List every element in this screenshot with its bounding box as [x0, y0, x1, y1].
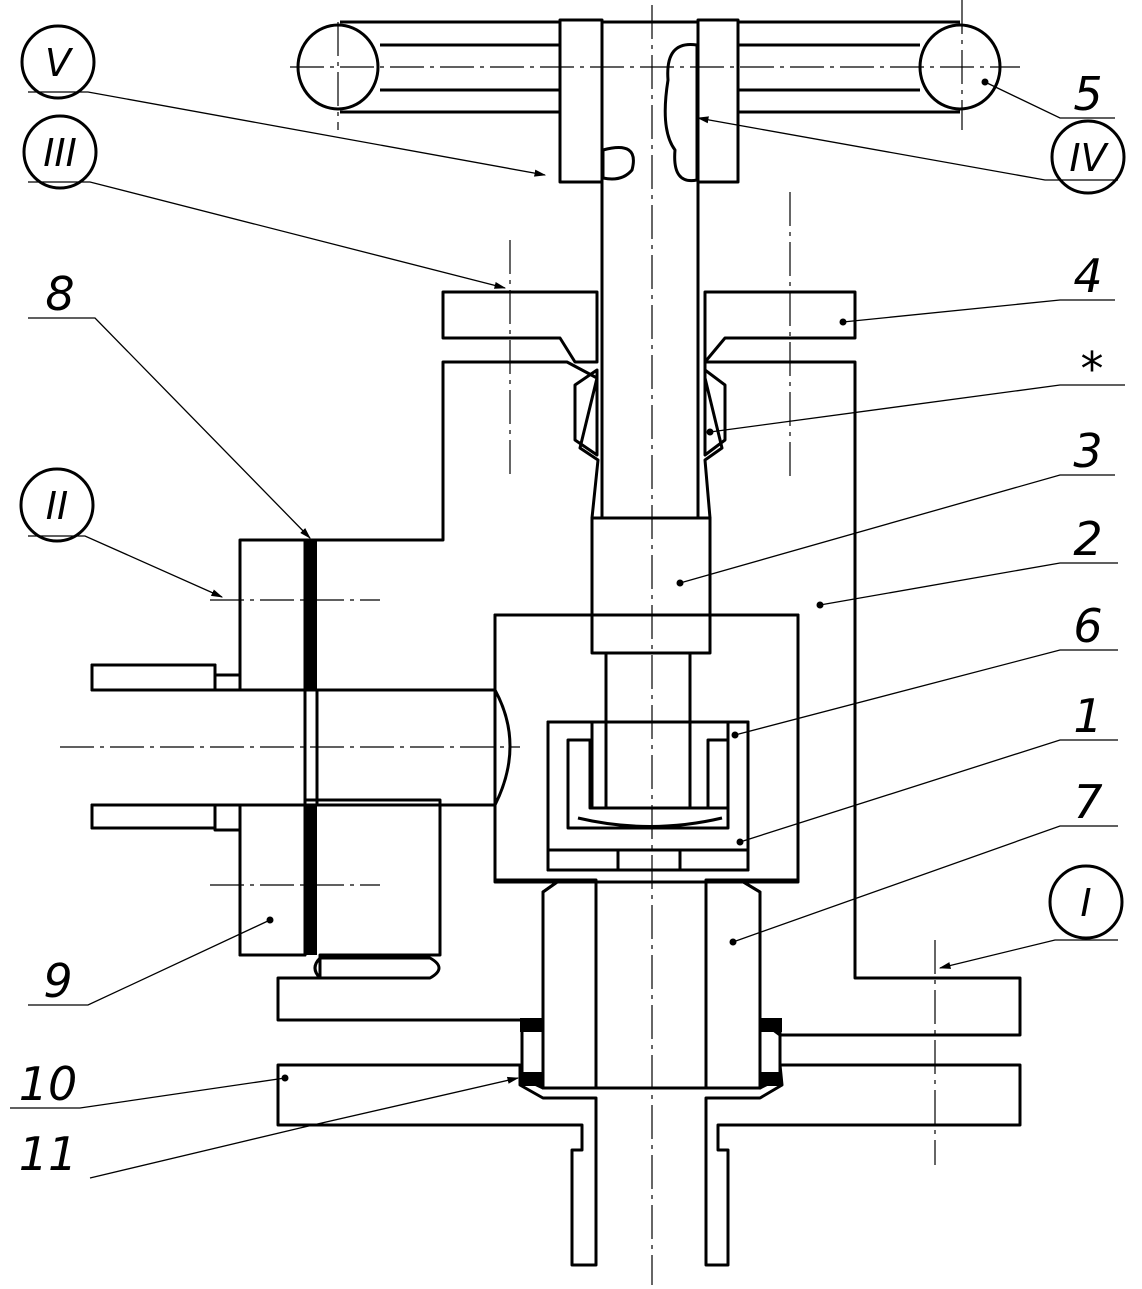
valve-body [276, 360, 1022, 1037]
bottom-flange [276, 1063, 1022, 1267]
callout-iv-label: IV [1069, 136, 1109, 180]
part-1-label: 1 [1073, 689, 1102, 743]
part-7-label: 7 [1073, 775, 1102, 829]
callout-i-circle [1048, 864, 1124, 940]
callout-ii-label: II [46, 484, 68, 528]
o-rings [520, 1018, 782, 1086]
handwheel [296, 18, 1002, 184]
part-4-label: 4 [1073, 249, 1102, 303]
callout-iii-circle [22, 114, 98, 190]
part-10-label: 10 [19, 1057, 78, 1111]
part-star-label: * [1081, 342, 1104, 396]
callout-i-label: I [1080, 881, 1091, 925]
labels: V III IV II I 5 4 * 3 2 6 1 7 8 9 10 11 [19, 41, 1110, 1181]
packing-seal [573, 368, 727, 457]
callout-v-label: V [45, 41, 74, 85]
part-5-label: 5 [1073, 67, 1102, 121]
valve-seat [520, 878, 782, 1090]
callout-v-circle [20, 24, 96, 100]
callout-iv-circle [1050, 119, 1126, 195]
part-8-label: 8 [45, 267, 74, 321]
valve-disc [546, 720, 750, 872]
part-9-label: 9 [43, 954, 72, 1008]
part-2-label: 2 [1073, 512, 1102, 566]
callout-ii-circle [19, 467, 95, 543]
side-flange [90, 538, 495, 980]
valve-stem [590, 20, 712, 810]
part-6-label: 6 [1073, 599, 1102, 653]
part-11-label: 11 [19, 1127, 78, 1181]
gland-nut [441, 290, 857, 364]
part-3-label: 3 [1073, 424, 1102, 478]
callout-iii-label: III [43, 131, 77, 175]
leader-lines [10, 78, 1125, 1179]
callout-circles [19, 24, 1126, 940]
center-lines [60, 0, 1020, 1285]
